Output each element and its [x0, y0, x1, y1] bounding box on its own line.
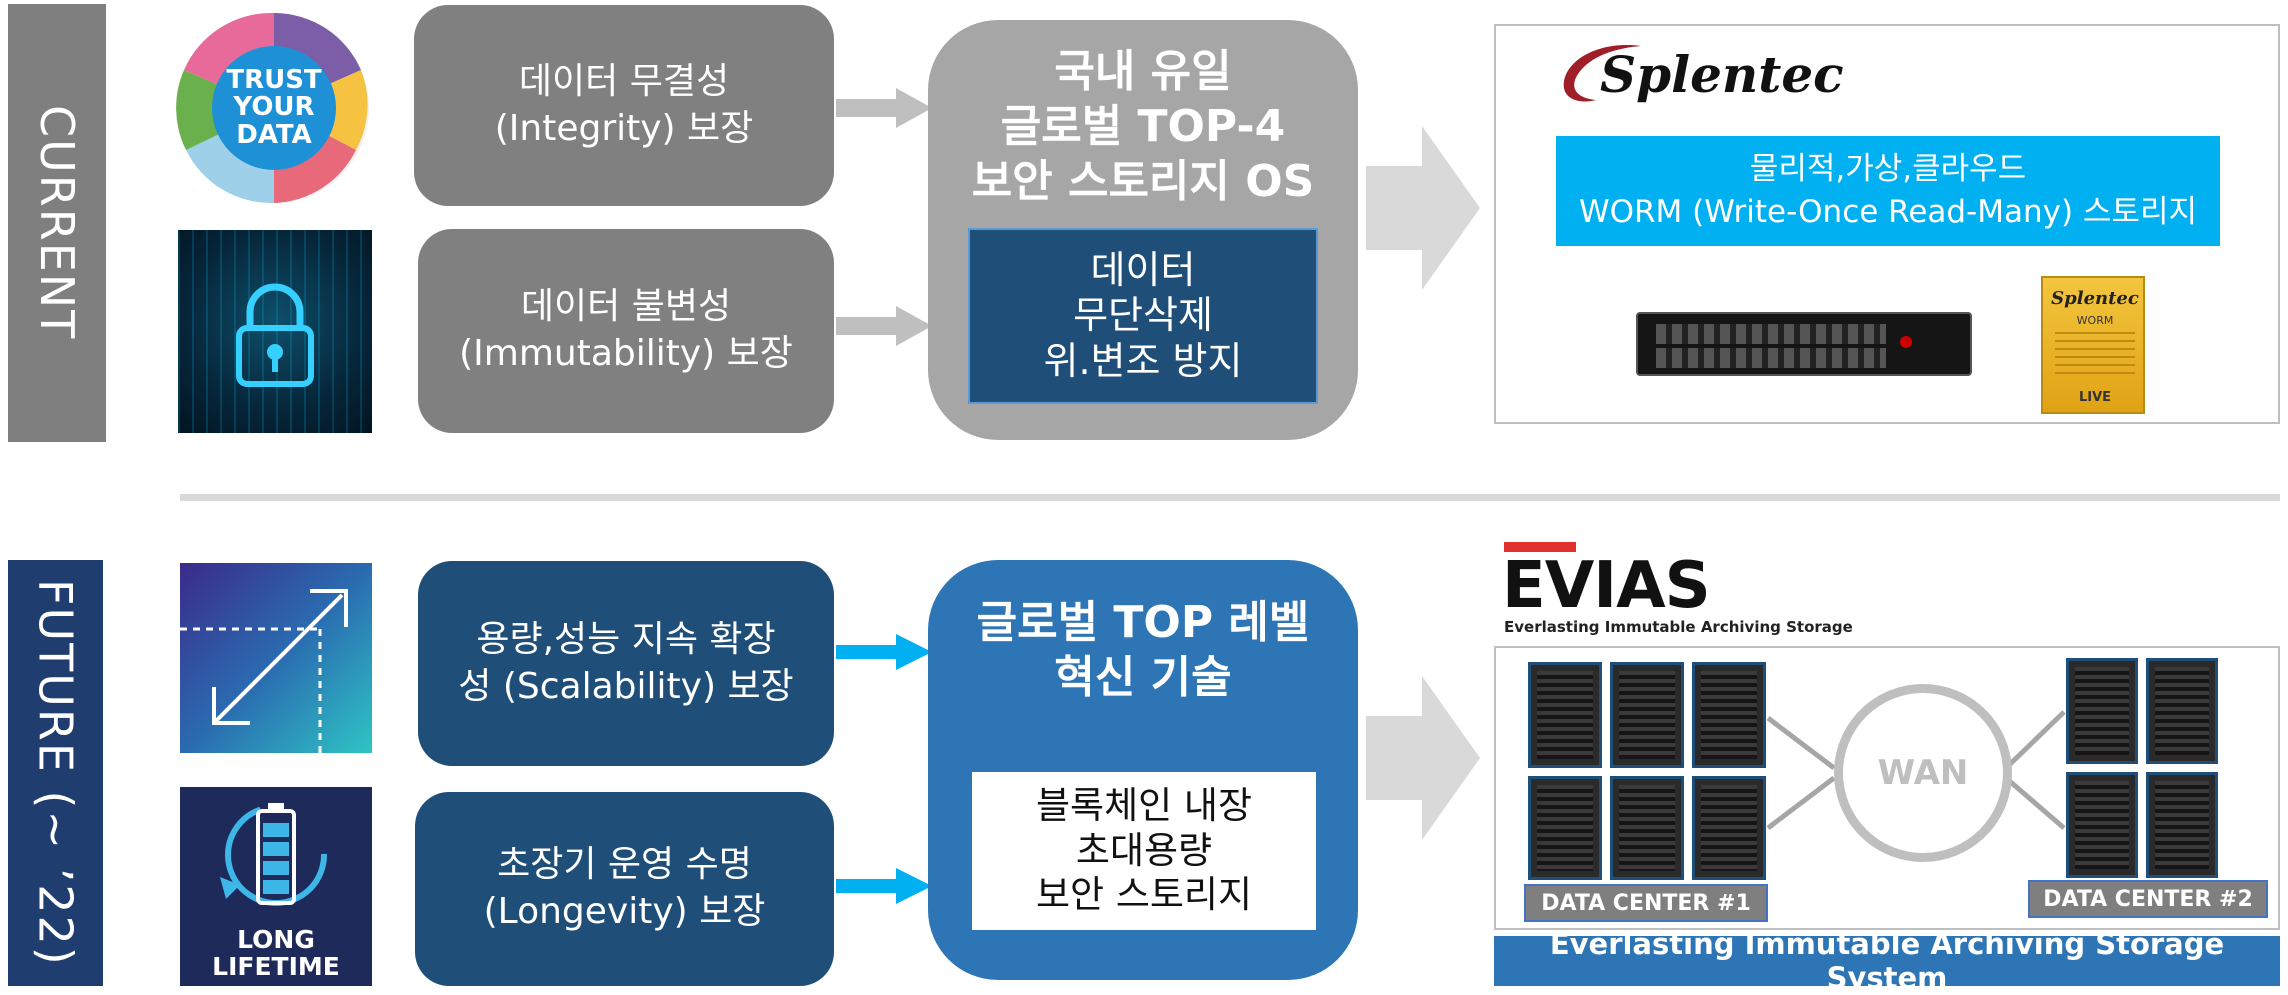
big-arrow-right-icon: [1366, 676, 1480, 840]
battery-cycle-icon: [220, 803, 327, 906]
splentec-swoosh-icon: [1563, 45, 1641, 102]
big-arrow-right-icon: [1366, 126, 1480, 290]
worm-storage-banner: 물리적,가상,클라우드 WORM (Write-Once Read-Many) …: [1556, 136, 2220, 246]
integrity-box: 데이터 무결성 (Integrity) 보장: [414, 5, 834, 206]
long-lifetime-image: LONG LIFETIME: [180, 787, 372, 986]
arrow-right-icon: [836, 88, 932, 128]
integrity-text: 데이터 무결성 (Integrity) 보장: [494, 60, 754, 149]
server-rack: [1692, 662, 1766, 768]
section-divider: [180, 494, 2280, 501]
future-core-inner: 블록체인 내장 초대용량 보안 스토리지: [972, 772, 1316, 930]
immutability-box: 데이터 불변성 (Immutability) 보장: [418, 229, 834, 433]
splentec-logo: Splentec: [1600, 45, 1844, 104]
current-core-box: 국내 유일 글로벌 TOP-4 보안 스토리지 OS 데이터 무단삭제 위.변조…: [928, 20, 1358, 440]
long-lifetime-text: LONG LIFETIME: [212, 924, 340, 981]
trust-ring-icon: [176, 12, 369, 204]
server-rack: [2066, 658, 2138, 764]
server-rack: [1528, 776, 1602, 880]
software-box-footer: LIVE: [2078, 390, 2112, 405]
datacenter-1-label: DATA CENTER #1: [1524, 884, 1768, 922]
future-core-title: 글로벌 TOP 레벨 혁신 기술: [976, 597, 1310, 703]
server-rack: [2066, 772, 2138, 878]
server-rack: [1610, 662, 1684, 768]
evias-logo: EVIAS: [1502, 549, 1711, 623]
wan-circle: WAN: [1834, 684, 2012, 862]
expand-arrows-icon: [180, 589, 348, 753]
evias-tagline: Everlasting Immutable Archiving Storage: [1504, 618, 1853, 636]
software-box-sub: WORM: [2076, 314, 2114, 327]
arrow-right-icon: [836, 868, 932, 904]
server-rack: [1692, 776, 1766, 880]
server-rack: [2146, 658, 2218, 764]
datacenter-2-label: DATA CENTER #2: [2028, 880, 2268, 918]
digital-lock-image: [178, 230, 372, 433]
lock-icon: [236, 283, 314, 387]
future-core-box: 글로벌 TOP 레벨 혁신 기술 블록체인 내장 초대용량 보안 스토리지: [928, 560, 1358, 980]
scalability-box: 용량,성능 지속 확장 성 (Scalability) 보장: [418, 561, 834, 766]
immutability-text: 데이터 불변성 (Immutability) 보장: [459, 286, 793, 374]
wan-links: [1766, 710, 2066, 830]
arrow-right-icon: [836, 634, 932, 670]
server-rack: [1610, 776, 1684, 880]
current-side-label: CURRENT: [8, 4, 106, 442]
trust-image-text: TRUST YOUR DATA: [226, 65, 322, 150]
server-image: [1636, 312, 1972, 376]
current-core-title: 국내 유일 글로벌 TOP-4 보안 스토리지 OS: [971, 45, 1315, 207]
server-rack: [2146, 772, 2218, 878]
longevity-text: 초장기 운영 수명 (Longevity) 보장: [483, 844, 766, 932]
arrow-right-icon: [836, 306, 932, 346]
scalability-text: 용량,성능 지속 확장 성 (Scalability) 보장: [458, 618, 794, 707]
future-side-label: FUTURE (~ ʼ22): [8, 560, 103, 986]
software-box-image: Splentec WORM LIVE: [2041, 276, 2145, 414]
current-label-text: CURRENT: [30, 105, 84, 341]
server-rack: [1528, 662, 1602, 768]
splentec-panel: Splentec 물리적,가상,클라우드 WORM (Write-Once Re…: [1494, 24, 2280, 424]
evias-logo-bar: [1504, 542, 1576, 552]
wan-label: WAN: [1877, 753, 1969, 793]
scalability-image: [180, 563, 372, 753]
longevity-box: 초장기 운영 수명 (Longevity) 보장: [415, 792, 834, 986]
software-box-brand: Splentec: [2051, 288, 2139, 309]
current-core-inner: 데이터 무단삭제 위.변조 방지: [968, 228, 1318, 404]
future-label-text: FUTURE (~ ʼ22): [28, 579, 83, 967]
datacenter-panel: WAN DATA CENTER #1 DATA CENTER #2: [1494, 646, 2280, 930]
trust-your-data-image: TRUST YOUR DATA: [156, 0, 396, 205]
system-banner: Everlasting Immutable Archiving Storage …: [1494, 927, 2280, 995]
